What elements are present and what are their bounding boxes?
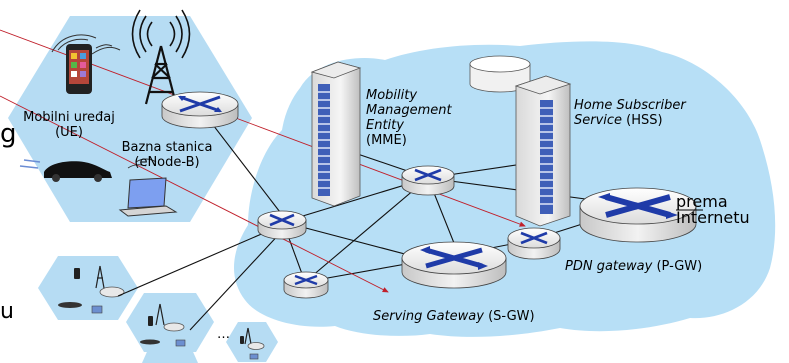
laptop-icon	[91, 305, 259, 360]
antenna-signal-icon	[131, 9, 191, 59]
sgw-label: Serving Gateway (S-GW)	[373, 309, 535, 324]
base-station-label: Bazna stanica	[122, 140, 213, 155]
base-station-label-sub: (eNode-B)	[134, 155, 199, 170]
mobile-device-label-sub: (UE)	[55, 125, 83, 140]
mme-label: (MME)	[366, 133, 407, 148]
hss-label: Home Subscriber	[574, 98, 687, 113]
pgw-router-icon	[507, 227, 561, 260]
enodeb-router-icon	[161, 91, 239, 129]
internet-router-icon	[579, 187, 697, 243]
small-cell-hexagon	[226, 322, 278, 362]
hss-label-sub: Service (HSS)	[574, 113, 663, 128]
car-icon	[58, 302, 160, 345]
car-icon	[19, 159, 112, 182]
hss-label-italic: Service	[574, 113, 622, 128]
small-cell-hexagon	[126, 293, 214, 352]
mme-label: Management	[366, 103, 453, 118]
router-icon	[257, 210, 307, 240]
small-cell-hexagon	[38, 256, 138, 320]
mme-label: Mobility	[366, 88, 417, 103]
hss-label-suffix: (HSS)	[622, 113, 663, 128]
internet-label-sub: Internetu	[676, 208, 750, 227]
sgw-label-suffix: (S-GW)	[484, 309, 535, 324]
wireless-signal-icon	[51, 34, 121, 55]
laptop-icon	[118, 158, 178, 217]
router-icon	[283, 271, 329, 299]
pgw-label-italic: PDN gateway	[565, 259, 653, 274]
mme-label: Entity	[366, 118, 404, 133]
mme-server-icon	[310, 61, 362, 207]
ellipsis-label: …	[217, 327, 230, 342]
pgw-label: PDN gateway (P-GW)	[565, 259, 702, 274]
phone-icon	[66, 44, 92, 94]
phone-icon	[74, 268, 244, 344]
internet-label: prema	[676, 192, 728, 211]
pgw-label-suffix: (P-GW)	[652, 259, 702, 274]
mobile-device-label: Mobilni uređaj	[23, 110, 115, 125]
core-network-cloud	[233, 41, 776, 337]
hss-server-icon	[514, 75, 572, 227]
small-router-icon	[99, 286, 265, 350]
router-icon	[401, 165, 455, 196]
tower-icon	[95, 265, 252, 345]
cropped-text-fragment: u	[0, 299, 14, 324]
small-cell-hexagon	[142, 345, 198, 363]
base-station-tower-icon	[144, 45, 178, 105]
small-cell-cluster: …	[38, 256, 278, 363]
cropped-text-fragment: g	[0, 119, 17, 149]
sgw-router-icon	[401, 241, 507, 289]
sgw-label-italic: Serving Gateway	[373, 309, 484, 324]
